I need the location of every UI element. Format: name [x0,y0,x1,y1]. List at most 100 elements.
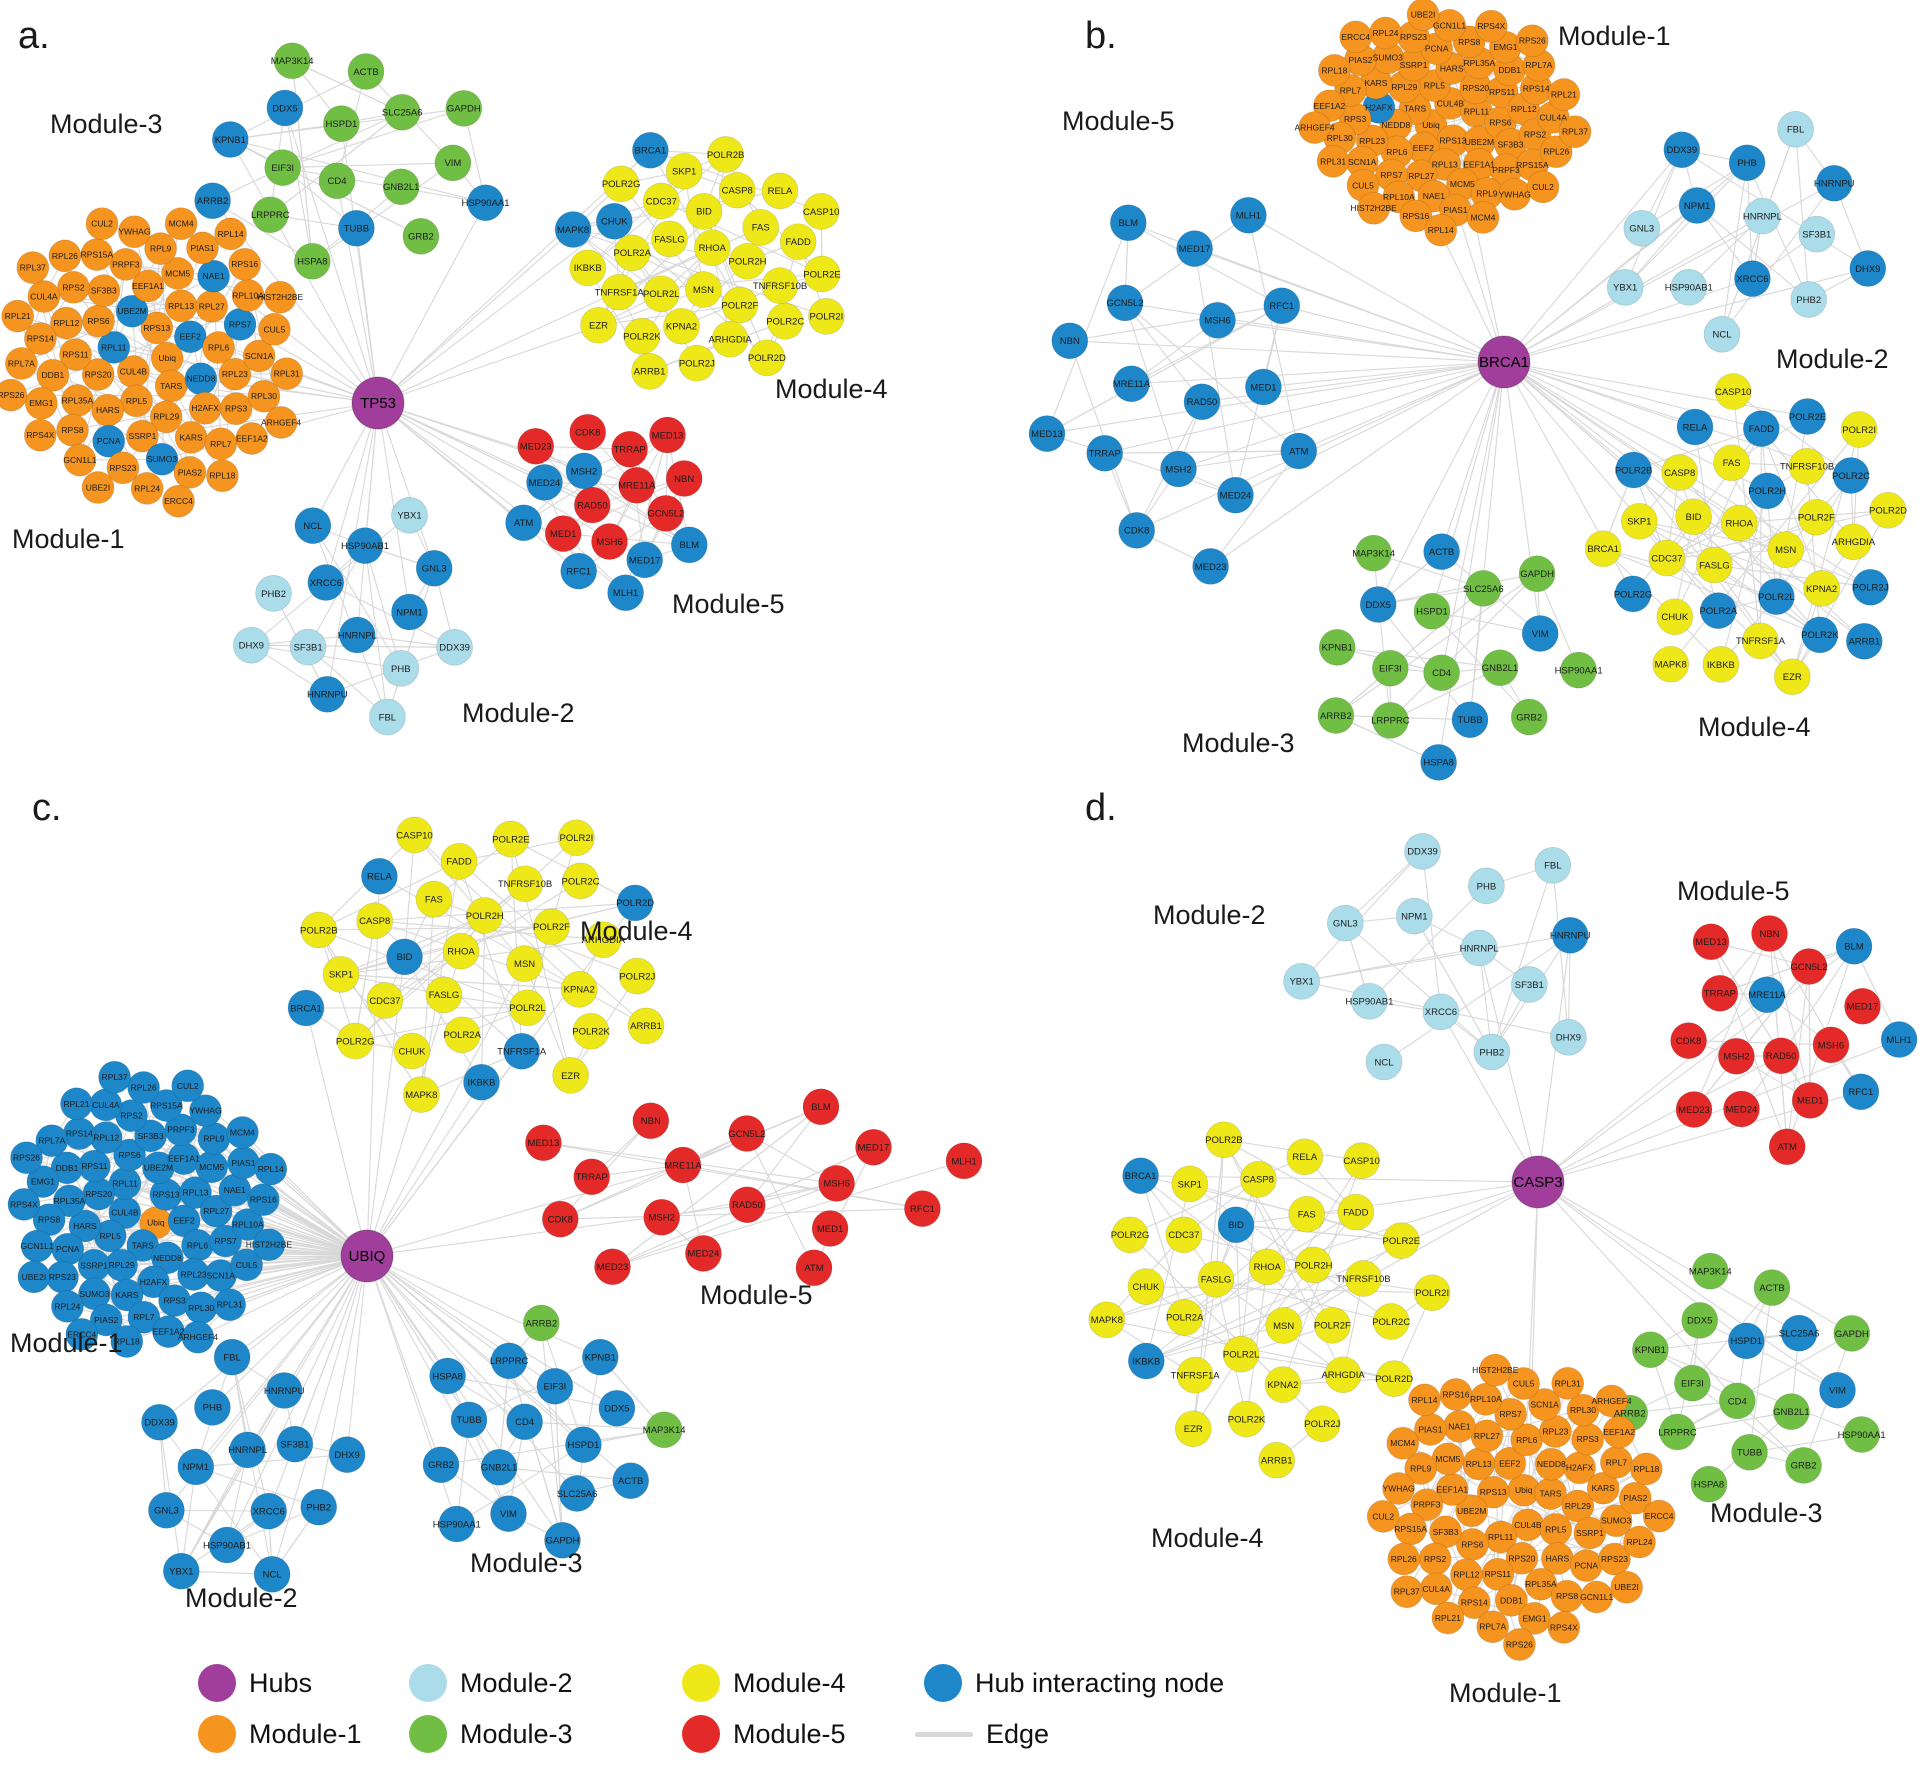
gene-node [1288,1195,1326,1233]
gene-label: NPM1 [183,1462,209,1473]
gene-node [1840,411,1878,448]
gene-label: MLH1 [1886,1035,1911,1046]
gene-node [1551,916,1589,954]
gene-label: BRCA1 [1587,544,1619,555]
gene-label: FASLG [429,990,460,1001]
gene-label: PRPF3 [1413,1500,1441,1510]
gene-node [1558,115,1592,149]
gene-node [436,628,473,666]
gene-label: TNFRSF10B [753,281,807,292]
gene-node [1518,555,1556,593]
gene-label: RPS13 [153,1190,180,1200]
gene-label: EEF1A1 [132,281,164,291]
gene-node [1439,1378,1473,1411]
gene-node [618,466,656,504]
gene-node [1395,897,1433,935]
legend-label-module-1: Module-1 [249,1718,362,1749]
gene-label: RHOA [699,243,727,254]
edge [649,150,741,306]
edge [212,1255,368,1408]
gene-label: EZR [1184,1424,1203,1435]
gene-label: POLR2B [300,925,338,936]
gene-label: POLR2F [1798,513,1835,524]
gene-label: RPL12 [1453,1570,1479,1580]
gene-label: RPS15A [1394,1524,1427,1534]
gene-label: MAP3K14 [643,1425,686,1436]
gene-label: HSP90AB1 [1345,997,1393,1008]
edge [1146,1324,1284,1362]
edge [1235,1181,1539,1226]
gene-node [1845,622,1883,660]
gene-label: RPS4X [10,1199,38,1209]
gene-label: POLR2L [643,289,679,300]
gene-node [382,650,420,687]
edge [366,1255,618,1409]
edge [1710,941,1811,1101]
gene-label: TRRAP [1704,989,1736,1000]
gene-label: MED23 [1195,562,1227,573]
gene-node [294,507,332,544]
gene-label: RPL13 [168,301,194,311]
gene-label: RPL37 [102,1072,128,1082]
edge [366,1255,563,1541]
gene-label: RPS8 [1458,37,1480,47]
gene-node [434,144,472,182]
gene-node [179,1176,212,1209]
gene-node [1410,1488,1444,1522]
gene-label: CUL4A [30,291,58,301]
gene-label: CUL4B [1437,98,1465,108]
gene-node [1880,1021,1918,1058]
gene-label: FAS [425,895,443,906]
gene-node [1526,170,1560,204]
gene-node [1560,651,1597,689]
panel-label: d. [1085,787,1117,829]
gene-node [1595,1384,1628,1418]
gene-label: POLR2E [492,834,530,845]
gene-label: KPNB1 [585,1353,616,1364]
gene-label: RPS8 [38,1215,60,1225]
gene-label: MAP3K14 [271,56,314,67]
gene-label: HSP90AA1 [1555,665,1603,676]
gene-label: FBL [1544,861,1561,872]
gene-label: GRB2 [1516,712,1542,723]
edge [540,1322,564,1541]
edge [1746,162,1810,300]
edge [554,1386,564,1541]
gene-node [1314,1306,1351,1344]
gene-node [569,249,607,287]
gene-node [98,1060,131,1094]
gene-node [265,1372,303,1409]
gene-label: Ubiq [147,1218,165,1228]
edge [305,1007,368,1257]
edge [1431,610,1530,718]
edge [1478,947,1539,1183]
gene-label: EEF1A2 [1314,101,1346,111]
gene-label: RAD50 [1187,397,1218,408]
edge [1694,426,1787,551]
edge [1373,552,1484,589]
gene-label: MSH2 [571,466,597,477]
gene-label: SUMO3 [147,454,178,464]
gene-label: CASP10 [396,830,432,841]
gene-node [1561,1489,1595,1523]
legend-item-module-5: Module-5 [682,1714,846,1754]
gene-node [186,231,219,265]
edge [230,138,486,204]
gene-node [252,1228,286,1262]
gene-node [1174,1410,1212,1448]
edge [318,926,552,931]
gene-label: RPS2 [1524,130,1546,140]
gene-node [293,242,331,280]
gene-node [623,317,661,355]
gene-node [1734,260,1771,297]
gene-node [651,220,688,258]
gene-label: EIF3I [271,163,294,174]
gene-node [802,1088,840,1126]
gene-node [490,1495,527,1532]
gene-node [415,549,453,587]
edge [631,252,741,306]
gene-label: RPL14 [218,229,244,239]
gene-label: HSPA8 [1423,758,1453,769]
gene-label: RPL5 [126,396,148,406]
gene-label: SSRP1 [1576,1528,1604,1538]
